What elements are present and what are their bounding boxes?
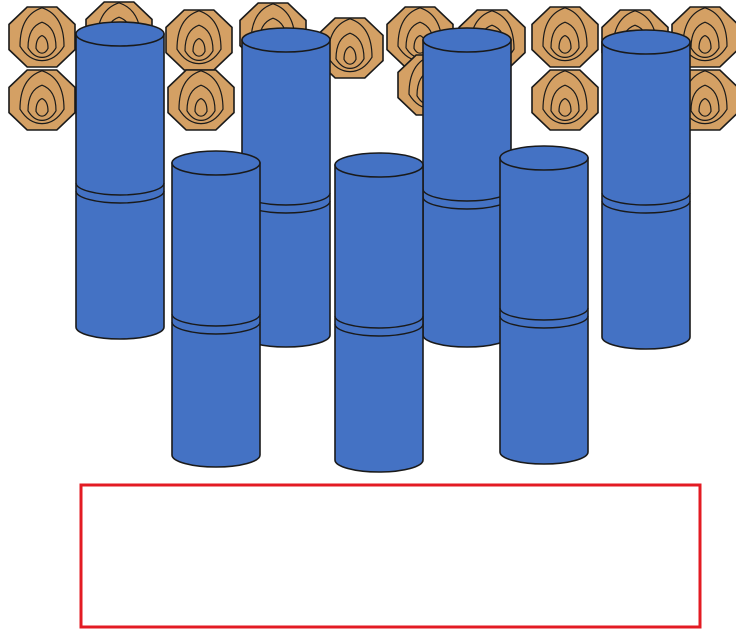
barrel-lid	[242, 28, 330, 52]
blue-barrel-icon[interactable]	[172, 151, 260, 467]
barrel-lid	[172, 151, 260, 175]
barrel-body	[172, 163, 260, 467]
blue-barrel-icon[interactable]	[423, 28, 511, 347]
octagon-target-icon[interactable]	[532, 7, 598, 67]
blue-barrel-icon[interactable]	[500, 146, 588, 464]
octagon-target-icon[interactable]	[166, 10, 232, 70]
octagon-target-icon[interactable]	[9, 70, 75, 130]
barrel-lid	[500, 146, 588, 170]
octagon-target-icon[interactable]	[9, 7, 75, 67]
barrel-body	[335, 165, 423, 472]
barrel-body	[423, 40, 511, 347]
blue-barrel-icon[interactable]	[76, 22, 164, 339]
red-drop-zone[interactable]	[81, 485, 700, 627]
barrel-body	[76, 34, 164, 339]
blue-barrel-icon[interactable]	[335, 153, 423, 472]
barrel-body	[500, 158, 588, 464]
barrel-lid	[335, 153, 423, 177]
barrel-lid	[602, 30, 690, 54]
barrel-lid	[423, 28, 511, 52]
octagon-target-icon[interactable]	[168, 70, 234, 130]
barrel-body	[602, 42, 690, 349]
barrel-lid	[76, 22, 164, 46]
blue-barrel-icon[interactable]	[602, 30, 690, 349]
octagon-target-icon[interactable]	[532, 70, 598, 130]
